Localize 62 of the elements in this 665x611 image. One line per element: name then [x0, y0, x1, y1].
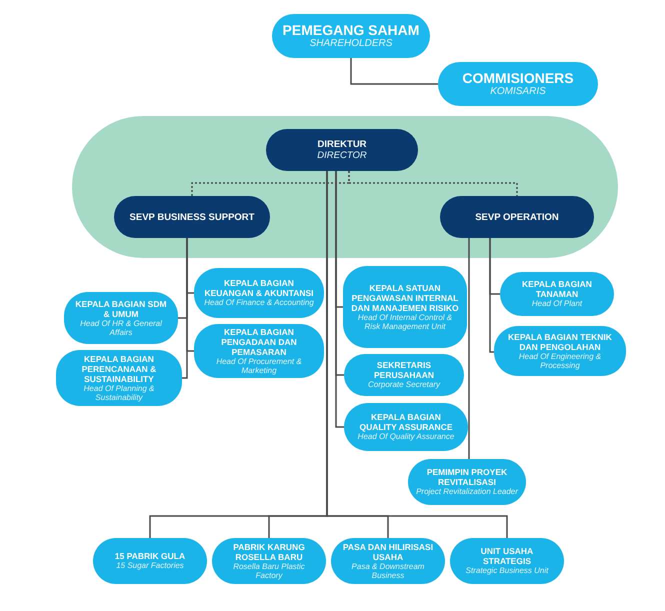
- position-subtitle: Head Of Finance & Accounting: [204, 298, 314, 308]
- position-subtitle: Project Revitalization Leader: [416, 487, 518, 497]
- position-box: [408, 459, 526, 505]
- connector-line: [335, 171, 344, 428]
- position-subtitle: Head Of Procurement & Marketing: [215, 356, 303, 376]
- position-title: PEMEGANG SAHAM: [282, 22, 420, 38]
- position-box: [93, 538, 207, 584]
- position-subtitle: DIRECTOR: [317, 150, 367, 161]
- position-title: KEPALA BAGIAN QUALITY ASSURANCE: [358, 412, 454, 432]
- position-subtitle: KOMISARIS: [490, 86, 546, 98]
- position-box: [500, 272, 614, 316]
- position-subtitle: Head Of Quality Assurance: [358, 432, 454, 442]
- position-title: SEKRETARIS PERUSAHAAN: [373, 360, 435, 380]
- position-box: [331, 538, 445, 584]
- position-title: COMMISIONERS: [462, 70, 574, 86]
- connector-line: [489, 238, 494, 353]
- position-subtitle: Head Of HR & General Affairs: [79, 318, 163, 338]
- position-box: [438, 62, 598, 106]
- connector-line: [468, 238, 470, 459]
- position-box: [194, 324, 324, 378]
- position-title: 15 PABRIK GULA: [114, 551, 186, 562]
- position-title: PABRIK KARUNG ROSELLA BARU: [232, 542, 306, 562]
- position-title: KEPALA BAGIAN TEKNIK DAN PENGOLAHAN: [507, 332, 613, 352]
- position-title: SEVP BUSINESS SUPPORT: [130, 212, 254, 222]
- position-subtitle: SHAREHOLDERS: [310, 38, 392, 50]
- position-box: [194, 268, 324, 318]
- position-title: KEPALA BAGIAN PENGADAAN DAN PEMASARAN: [220, 326, 298, 356]
- dotted-connector: [348, 171, 518, 196]
- position-box: [440, 196, 594, 238]
- position-box: [344, 354, 464, 396]
- position-title: KEPALA BAGIAN PERENCANAAN & SUSTAINABILITY: [80, 354, 158, 384]
- position-box: [64, 292, 178, 344]
- position-subtitle: Corporate Secretary: [368, 380, 440, 390]
- position-box: [212, 538, 326, 584]
- position-subtitle: Rosella Baru Plastic Factory: [232, 562, 306, 580]
- position-title: KEPALA BAGIAN KEUANGAN & AKUNTANSI: [203, 278, 315, 298]
- position-title: PEMIMPIN PROYEK REVITALISASI: [426, 467, 508, 488]
- position-subtitle: Head Of Plant: [532, 299, 582, 309]
- position-box: [266, 129, 418, 171]
- position-subtitle: 15 Sugar Factories: [116, 561, 184, 571]
- position-box: [114, 196, 270, 238]
- position-box: [450, 538, 564, 584]
- position-title: KEPALA BAGIAN TANAMAN: [521, 279, 593, 300]
- position-subtitle: Head Of Planning & Sustainability: [82, 384, 156, 402]
- connector-line: [326, 171, 508, 538]
- connector-line: [182, 238, 188, 379]
- position-box: [343, 266, 467, 348]
- position-subtitle: Strategic Business Unit: [466, 566, 548, 576]
- position-subtitle: Pasa & Downstream Business: [350, 562, 426, 580]
- position-title: DIREKTUR: [317, 139, 367, 150]
- position-title: KEPALA BAGIAN SDM & UMUM: [74, 298, 168, 318]
- position-box: [56, 350, 182, 406]
- connector-line: [350, 58, 438, 85]
- position-box: [344, 403, 468, 451]
- position-title: SEVP OPERATION: [475, 212, 559, 222]
- position-box: [494, 326, 626, 376]
- position-title: PASA DAN HILIRISASI USAHA: [342, 542, 434, 562]
- position-subtitle: Head Of Internal Control & Risk Management Unit: [356, 312, 454, 332]
- position-title: KEPALA SATUAN PENGAWASAN INTERNAL DAN MANAJEMEN RISIKO: [351, 282, 459, 312]
- position-title: UNIT USAHA STRATEGIS: [480, 546, 534, 566]
- position-box: [272, 14, 430, 58]
- position-subtitle: Head Of Engineering & Processing: [518, 352, 602, 370]
